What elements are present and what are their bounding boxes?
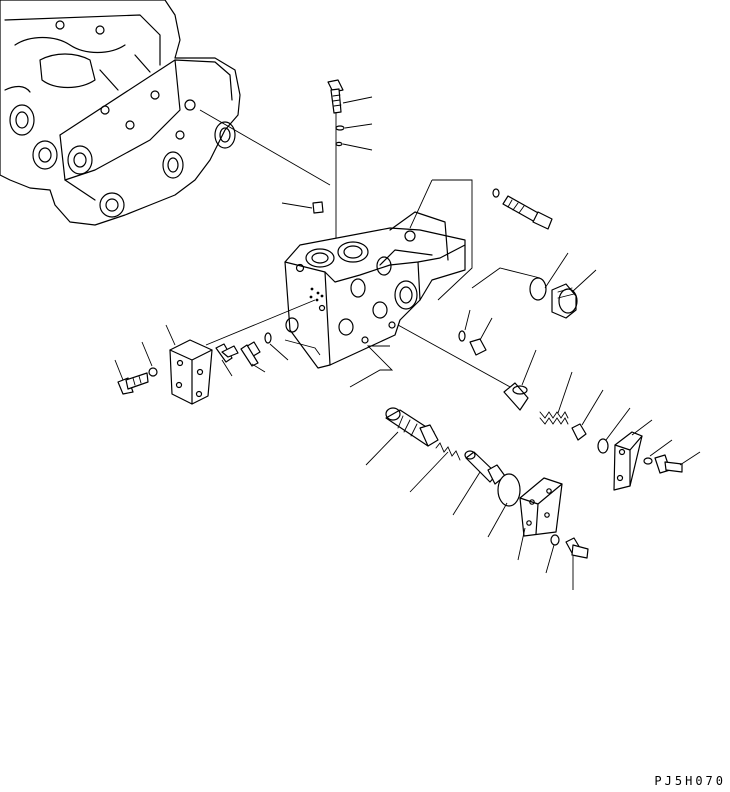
long-through-bolt	[432, 179, 553, 301]
piston-spring-set	[503, 349, 631, 454]
valve-section-housing	[284, 211, 466, 369]
right-flange-assembly	[613, 419, 701, 491]
spool-assembly	[349, 345, 521, 538]
right-plug-assembly	[471, 252, 597, 319]
bottom-cover-assembly	[517, 477, 589, 590]
top-plug	[281, 201, 324, 214]
main-valve-body	[0, 0, 241, 226]
side-plug	[458, 309, 493, 356]
upper-mounting-bolt	[327, 79, 373, 245]
drawing-code: PJ5H070	[654, 774, 726, 788]
left-cover-assembly	[114, 299, 316, 405]
assembly-guide-line	[199, 109, 331, 186]
